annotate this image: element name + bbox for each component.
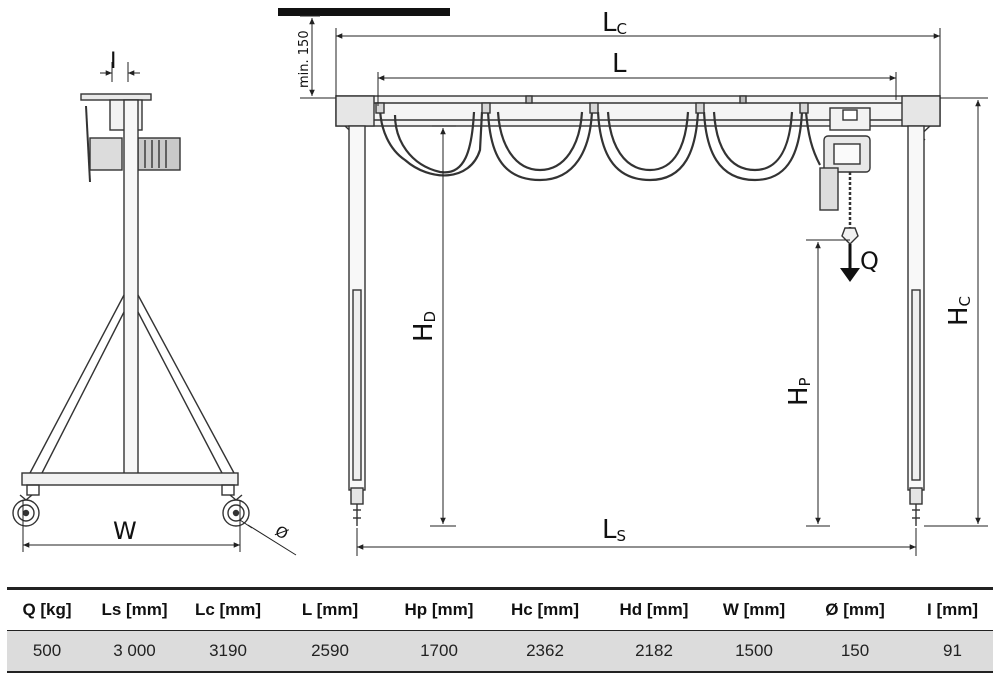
spec-table: Q [kg] Ls [mm] Lc [mm] L [mm] Hp [mm] Hc… xyxy=(7,587,993,673)
value-ls: 3 000 xyxy=(87,630,182,673)
festoon-cable xyxy=(378,105,821,182)
label-Lc: LC xyxy=(602,8,627,38)
table-row: 500 3 000 3190 2590 1700 2362 2182 1500 … xyxy=(7,630,993,673)
value-diameter: 150 xyxy=(798,630,912,673)
value-hc: 2362 xyxy=(492,630,598,673)
value-hp: 1700 xyxy=(386,630,492,673)
header-l: L [mm] xyxy=(274,587,386,631)
value-l: 2590 xyxy=(274,630,386,673)
label-I: I xyxy=(110,49,117,74)
label-Q: Q xyxy=(860,247,879,275)
side-view xyxy=(12,93,250,527)
label-Ls: LS xyxy=(602,515,626,545)
label-L: L xyxy=(612,49,627,79)
header-lc: Lc [mm] xyxy=(182,587,274,631)
side-dimensions xyxy=(22,62,297,556)
header-diameter: Ø [mm] xyxy=(798,587,912,631)
hoist-controller xyxy=(819,167,839,211)
header-ls: Ls [mm] xyxy=(87,587,182,631)
value-w: 1500 xyxy=(710,630,798,673)
front-view xyxy=(335,95,941,526)
label-diameter: Ø xyxy=(272,522,291,544)
label-W: W xyxy=(113,517,137,545)
mounting-bar xyxy=(278,8,450,16)
value-i: 91 xyxy=(912,630,993,673)
header-hc: Hc [mm] xyxy=(492,587,598,631)
side-motor-left xyxy=(89,137,123,171)
front-dimensions xyxy=(335,28,988,556)
header-i: I [mm] xyxy=(912,587,993,631)
header-q: Q [kg] xyxy=(7,587,87,631)
value-hd: 2182 xyxy=(598,630,710,673)
label-Hc: HC xyxy=(944,296,974,326)
label-Hd: HD xyxy=(409,311,439,342)
dim-line-diameter xyxy=(247,524,297,556)
header-w: W [mm] xyxy=(710,587,798,631)
value-lc: 3190 xyxy=(182,630,274,673)
label-min150: min. 150 xyxy=(297,30,312,88)
header-hd: Hd [mm] xyxy=(598,587,710,631)
side-base xyxy=(21,472,239,486)
header-hp: Hp [mm] xyxy=(386,587,492,631)
label-Hp: HP xyxy=(784,377,814,406)
table-header-row: Q [kg] Ls [mm] Lc [mm] L [mm] Hp [mm] Hc… xyxy=(7,587,993,631)
gantry-crane-drawing: I W Ø min. 150 xyxy=(12,8,988,556)
side-top-beam xyxy=(80,93,152,101)
value-q: 500 xyxy=(7,630,87,673)
side-column xyxy=(123,99,139,476)
